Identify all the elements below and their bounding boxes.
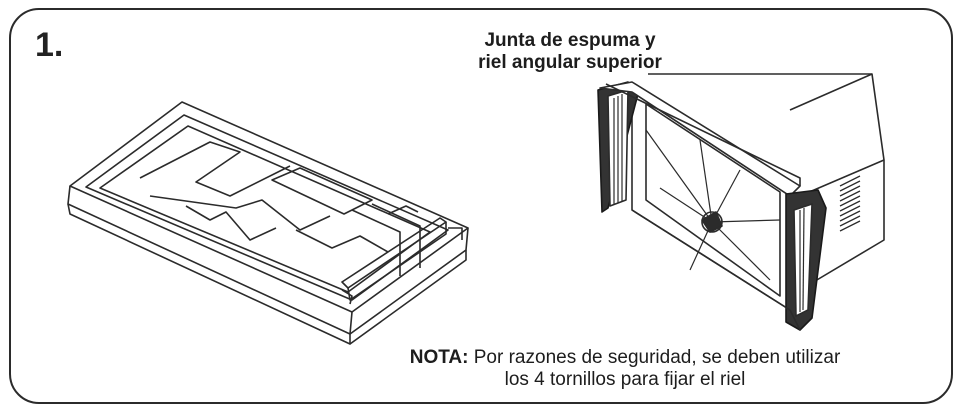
top-angle-rail-edge xyxy=(605,83,801,186)
top-angle-rail xyxy=(599,81,801,197)
note-text-1: Por razones de seguridad, se deben utili… xyxy=(468,347,841,368)
step-number: 1. xyxy=(35,26,64,64)
tray-corner-tab xyxy=(448,227,463,240)
tray-slot xyxy=(271,167,373,215)
note-label: NOTA: xyxy=(409,347,469,368)
tray-divider-2 xyxy=(371,203,421,268)
tray-channel-1 xyxy=(139,141,291,197)
callout-line-2: riel angular superior xyxy=(478,52,662,73)
ac-front-panel xyxy=(631,91,791,311)
tray-bottom-right-lip xyxy=(349,250,467,345)
ac-side-vents xyxy=(839,175,861,232)
tray-channel-3 xyxy=(185,205,277,241)
ac-bottom-frame xyxy=(631,209,801,331)
tray-end-tab xyxy=(341,289,353,305)
ac-front-grille xyxy=(645,103,781,297)
callout-label: Junta de espuma y riel angular superior xyxy=(440,30,700,74)
note-line-1: NOTA: Por razones de seguridad, se deben… xyxy=(340,347,910,369)
tray-front-edge xyxy=(67,185,353,335)
safety-note: NOTA: Por razones de seguridad, se deben… xyxy=(340,347,910,391)
tray-clip xyxy=(387,205,419,215)
tray-channel-2 xyxy=(149,195,331,231)
note-line-2: los 4 tornillos para fijar el riel xyxy=(504,369,746,390)
ac-knob-ring xyxy=(701,211,723,233)
foam-gasket-right-lines xyxy=(799,207,805,312)
callout-line-1: Junta de espuma y xyxy=(484,30,656,51)
ac-grille-lines xyxy=(645,129,781,281)
tray-channel-4 xyxy=(295,229,389,253)
foam-gasket-left-lines xyxy=(613,94,623,204)
tray-bottom-lip xyxy=(67,203,351,345)
tray-divider-1 xyxy=(351,209,401,276)
ac-cabinet-edge xyxy=(789,73,873,111)
tray-inner-rim xyxy=(85,114,449,301)
